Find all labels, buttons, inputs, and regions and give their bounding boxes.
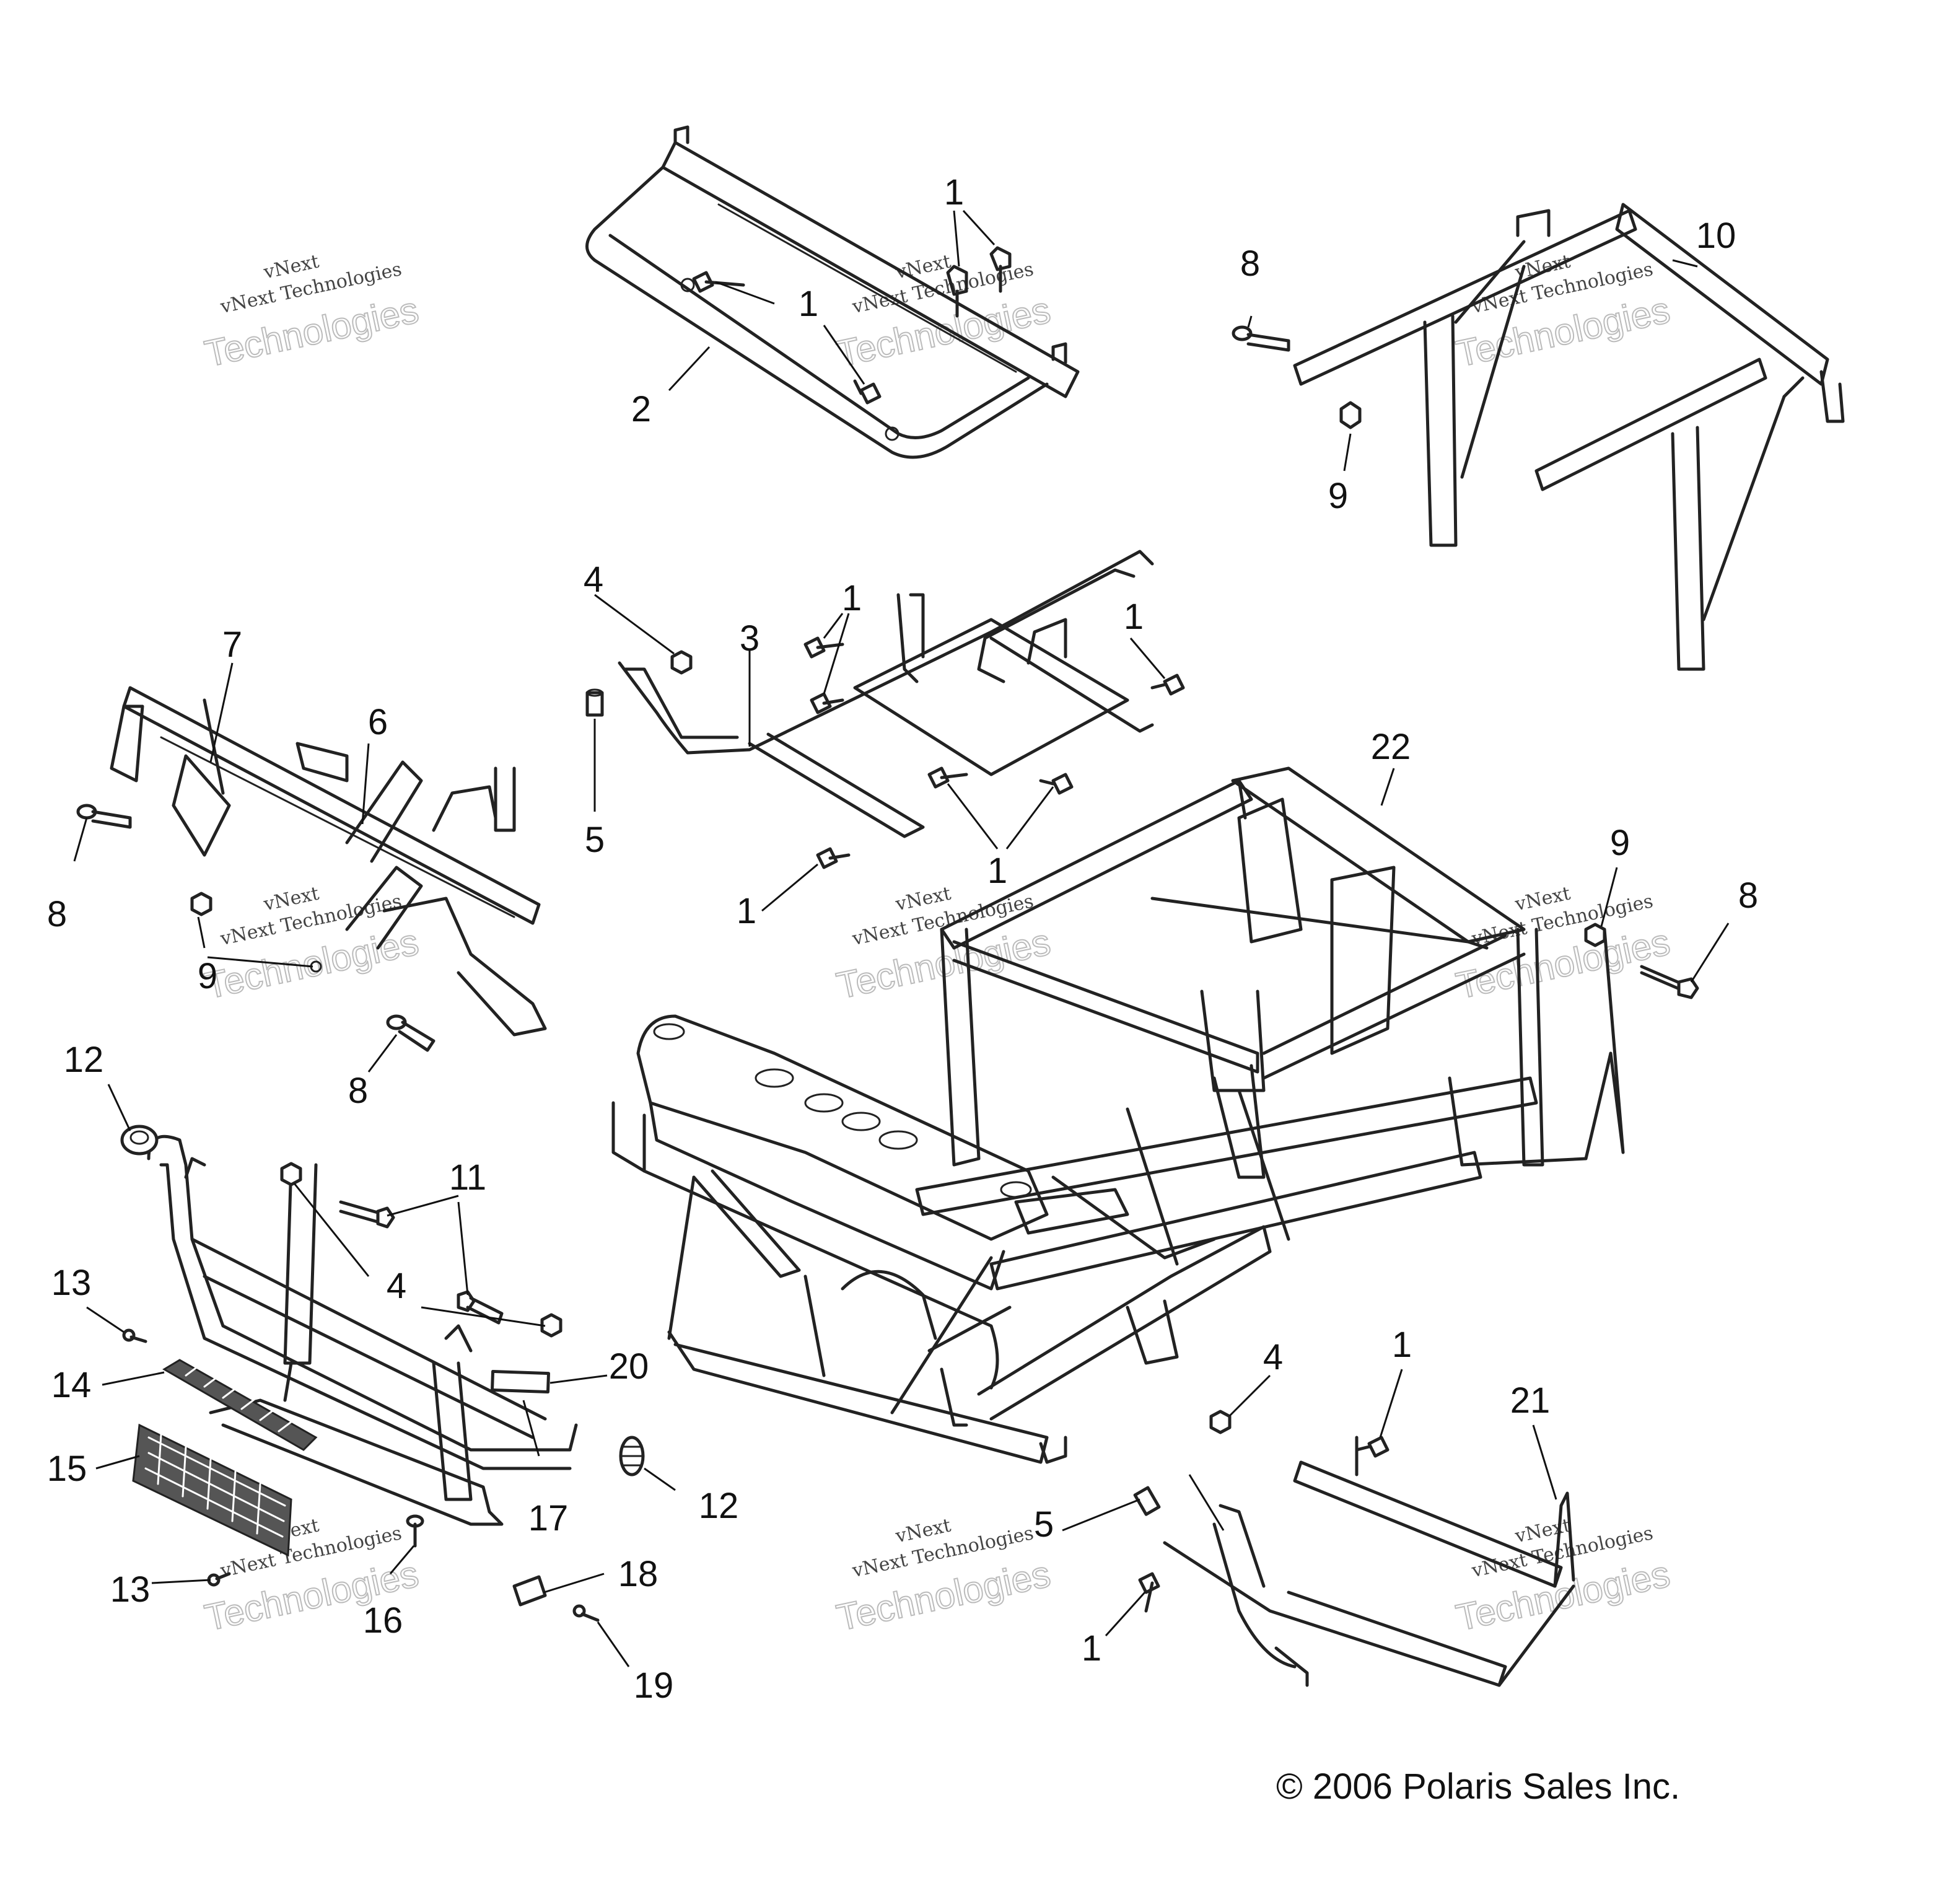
callout-4: 4 [584, 559, 603, 600]
callout-8: 8 [47, 894, 67, 934]
callout-17: 17 [528, 1498, 569, 1538]
bolt-1i [1039, 773, 1074, 795]
screw-19 [572, 1604, 600, 1622]
spacer-5a [585, 688, 604, 717]
callout-7: 7 [222, 625, 242, 665]
callout-5: 5 [1034, 1504, 1054, 1545]
nut-4c [540, 1313, 562, 1338]
screw-13b [207, 1572, 231, 1587]
grille-15 [132, 1423, 292, 1557]
label-20 [491, 1369, 550, 1394]
callout-6: 6 [368, 702, 388, 742]
callout-16: 16 [363, 1600, 403, 1641]
part-7-front-frame [110, 686, 547, 1037]
callout-labels: 1 1 1 1 1 1 1 1 2 3 4 4 4 5 5 6 7 8 8 8 … [47, 172, 1758, 1706]
callout-4: 4 [1263, 1337, 1283, 1377]
nut-4b [280, 1162, 302, 1187]
callout-8: 8 [1738, 875, 1758, 916]
bolt-8c [386, 1014, 436, 1052]
callout-1: 1 [799, 284, 818, 324]
callout-13: 13 [51, 1263, 92, 1303]
callout-1: 1 [842, 578, 862, 618]
callout-1: 1 [1082, 1628, 1101, 1669]
watermark-bottom-center: vNext vNext Technologies Technologies [833, 1515, 1055, 1639]
bolt-1j [816, 847, 851, 869]
callout-1: 1 [987, 851, 1007, 891]
callout-21: 21 [1510, 1380, 1551, 1421]
nut-4a [670, 650, 693, 675]
bushing-12a [120, 1125, 159, 1156]
callout-2: 2 [631, 389, 651, 429]
callout-18: 18 [618, 1554, 659, 1594]
callout-1: 1 [1392, 1325, 1412, 1365]
bolt-1b [989, 246, 1012, 293]
hardware [76, 246, 1699, 1622]
screw-16 [406, 1514, 424, 1548]
callout-19: 19 [634, 1665, 674, 1706]
callout-5: 5 [585, 820, 605, 860]
callout-20: 20 [609, 1346, 649, 1387]
callout-12: 12 [699, 1486, 739, 1526]
bolt-1d [853, 379, 882, 405]
copyright-notice: © 2006 Polaris Sales Inc. [1276, 1766, 1681, 1807]
callout-8: 8 [1240, 243, 1260, 284]
callout-9: 9 [198, 956, 217, 996]
callout-22: 22 [1371, 727, 1411, 767]
grille-14 [162, 1359, 318, 1451]
callout-4: 4 [387, 1266, 406, 1306]
part-3-seat-base-frame [618, 550, 1154, 838]
callout-9: 9 [1328, 476, 1348, 516]
part-10-rear-cargo-frame [1293, 203, 1845, 671]
bolt-11b [457, 1290, 504, 1325]
bolt-8d [1640, 965, 1699, 999]
spacer-5b [1133, 1486, 1161, 1516]
callout-11: 11 [449, 1157, 486, 1198]
nut-9a [1339, 401, 1362, 429]
bolt-11a [339, 1200, 395, 1229]
callout-1: 1 [737, 891, 756, 931]
watermark-top-center: vNext vNext Technologies Technologies [833, 251, 1055, 375]
part-2-seat-tray [585, 125, 1080, 459]
callout-12: 12 [64, 1040, 104, 1080]
screw-13a [122, 1328, 147, 1343]
callout-9: 9 [1610, 823, 1630, 863]
nut-9c [1584, 923, 1606, 947]
watermark-mid-right: vNext vNext Technologies Technologies [1452, 883, 1674, 1007]
part-21-lower-seat-frame [1163, 1436, 1575, 1687]
bolt-8a [1232, 325, 1290, 352]
bolt-1c [692, 271, 745, 293]
callout-1: 1 [944, 172, 964, 213]
bolt-1g [1150, 673, 1185, 696]
bolt-1h [927, 766, 968, 789]
bolt-1a [946, 265, 968, 318]
callout-3: 3 [740, 618, 759, 659]
callout-10: 10 [1696, 216, 1736, 256]
nut-9b [190, 892, 212, 916]
bolt-1f [810, 692, 844, 714]
clip-18 [512, 1575, 547, 1607]
bushing-12b [619, 1436, 645, 1476]
callout-15: 15 [47, 1449, 87, 1489]
watermark-top-left: vNext vNext Technologies Technologies [201, 251, 423, 375]
nut-4d [1209, 1410, 1232, 1434]
bolt-1l [1138, 1572, 1160, 1613]
callout-8: 8 [348, 1071, 368, 1111]
callout-14: 14 [51, 1365, 92, 1405]
part-22-main-chassis [611, 766, 1625, 1464]
callout-1: 1 [1124, 597, 1144, 637]
leader-lines [73, 209, 1730, 1667]
bolt-1k [1355, 1436, 1390, 1458]
callout-13: 13 [110, 1569, 151, 1610]
